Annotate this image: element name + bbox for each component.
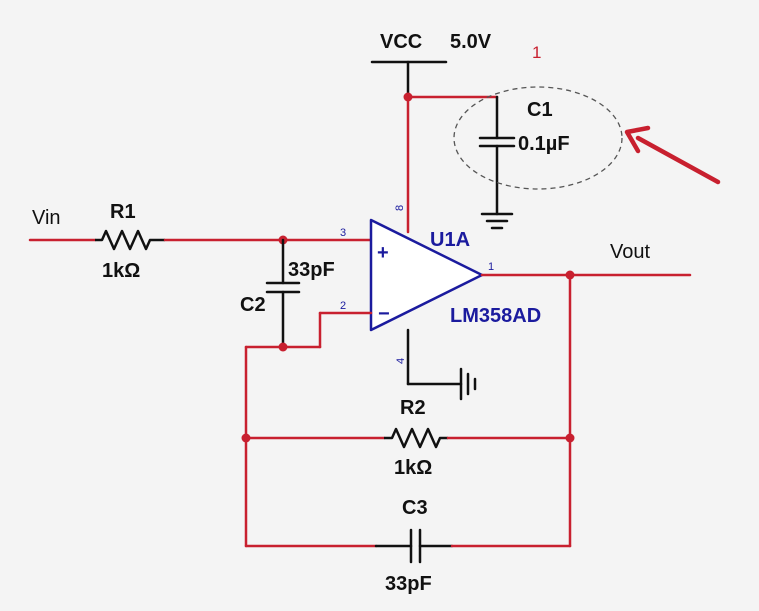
opamp-plus-sign: + — [377, 242, 389, 264]
c1-value: 0.1µF — [518, 133, 570, 155]
annotation-arrow-shaft — [635, 135, 721, 185]
r1-name: R1 — [110, 201, 136, 223]
c3-value: 33pF — [385, 573, 432, 595]
u1-name: U1A — [430, 229, 470, 251]
r1-resistor — [95, 229, 165, 251]
minus-junction — [278, 342, 288, 352]
c1-name: C1 — [527, 99, 553, 121]
annotation-arrow-head — [624, 125, 651, 154]
pin-3-label: 3 — [340, 227, 346, 239]
c2-name: C2 — [240, 294, 266, 316]
opamp-minus-sign: − — [378, 303, 390, 325]
annotation-number: 1 — [532, 43, 541, 62]
r1-value: 1kΩ — [102, 260, 140, 282]
pin-8-label: 8 — [394, 205, 406, 211]
r2-right-junction — [565, 433, 575, 443]
pin-1-label: 1 — [488, 261, 494, 273]
vcc-junction — [403, 92, 413, 102]
highlight-ellipse — [453, 86, 623, 190]
pin-2-label: 2 — [340, 300, 346, 312]
r2-left-junction — [241, 433, 251, 443]
opamp-u1a — [369, 218, 484, 332]
r2-name: R2 — [400, 397, 426, 419]
r2-value: 1kΩ — [394, 457, 432, 479]
c2-value: 33pF — [288, 259, 335, 281]
vout-label: Vout — [610, 241, 650, 263]
vcc-value: 5.0V — [450, 31, 492, 53]
vin-label: Vin — [32, 207, 61, 229]
pin-4-label: 4 — [395, 358, 407, 364]
c3-name: C3 — [402, 497, 428, 519]
r2-resistor — [384, 427, 448, 449]
vcc-label: VCC — [380, 31, 422, 53]
u1-part: LM358AD — [450, 305, 541, 327]
